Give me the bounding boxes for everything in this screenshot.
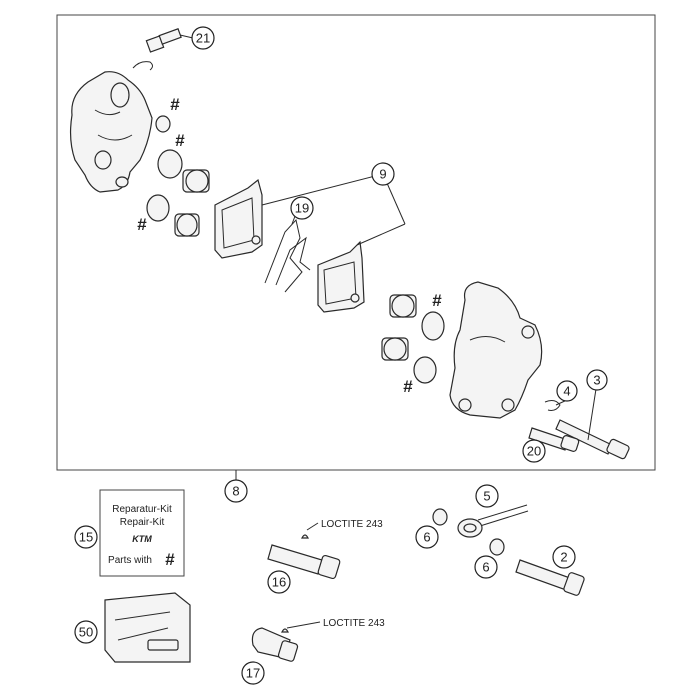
piston [389, 294, 417, 318]
piston [174, 213, 200, 237]
callout-50: 50 [74, 620, 98, 644]
seal-ring [146, 194, 170, 222]
leader-9 [261, 173, 384, 206]
kit-parts-text: Parts with [108, 555, 152, 566]
bleed-screw [132, 28, 194, 71]
hash-mark: # [403, 377, 413, 396]
svg-text:21: 21 [196, 31, 210, 46]
repair-kit-box: Reparatur-Kit Repair-Kit KTM Parts with … [99, 489, 185, 577]
callout-8: 8 [224, 479, 248, 503]
sealing-washer [489, 538, 505, 556]
svg-text:50: 50 [79, 625, 93, 640]
callout-4: 4 [556, 380, 578, 402]
callout-20: 20 [522, 439, 546, 463]
callout-16: 16 [267, 570, 291, 594]
svg-text:15: 15 [79, 530, 93, 545]
callout-6: 6 [415, 525, 439, 549]
svg-text:2: 2 [560, 550, 567, 565]
svg-text:6: 6 [482, 560, 489, 575]
svg-text:20: 20 [527, 444, 541, 459]
seal-ring [157, 149, 183, 179]
banjo-fitting [457, 504, 529, 538]
svg-text:6: 6 [423, 530, 430, 545]
callout-15: 15 [74, 525, 98, 549]
hash-mark: # [165, 550, 175, 569]
callout-9: 9 [371, 162, 395, 186]
seal-ring [421, 311, 445, 341]
caliper-half-right [449, 281, 543, 419]
svg-text:5: 5 [483, 489, 490, 504]
seal-ring [155, 115, 171, 133]
callout-3: 3 [586, 369, 608, 391]
caliper-half-left [69, 71, 153, 193]
piston [182, 169, 210, 193]
kit-title-en: Repair-Kit [120, 517, 165, 528]
leader-3 [587, 388, 597, 441]
banjo-bolt [515, 559, 585, 596]
sealing-washer [432, 508, 448, 526]
loctite-leader [306, 522, 319, 531]
svg-text:8: 8 [232, 484, 239, 499]
callout-5: 5 [475, 484, 499, 508]
brake-pad [317, 240, 365, 313]
leader-9 [356, 223, 406, 246]
pad-spring [264, 210, 311, 293]
hash-mark: # [170, 95, 180, 114]
kit-bag [104, 592, 191, 663]
callout-2: 2 [552, 545, 576, 569]
ktm-logo: KTM [132, 534, 152, 544]
piston [381, 337, 409, 361]
callout-19: 19 [290, 196, 314, 220]
seal-ring [413, 356, 437, 384]
kit-title-de: Reparatur-Kit [112, 504, 172, 515]
svg-text:16: 16 [272, 575, 286, 590]
hash-mark: # [175, 131, 185, 150]
assembly-frame [56, 14, 656, 471]
hash-mark: # [137, 215, 147, 234]
retaining-clip [544, 400, 561, 411]
bolt-16 [267, 534, 341, 580]
loctite-label: LOCTITE 243 [321, 519, 383, 530]
svg-text:19: 19 [295, 201, 309, 216]
hash-mark: # [432, 291, 442, 310]
brake-pad [214, 178, 263, 259]
svg-text:4: 4 [563, 384, 570, 399]
callout-6: 6 [474, 555, 498, 579]
bolt-17 [251, 627, 299, 662]
callout-21: 21 [191, 26, 215, 50]
loctite-label: LOCTITE 243 [323, 618, 385, 629]
svg-text:3: 3 [593, 373, 600, 388]
svg-text:17: 17 [246, 666, 260, 681]
caliper-bolt-20 [528, 427, 580, 452]
caliper-bolt-3 [555, 419, 630, 460]
loctite-leader [286, 621, 321, 629]
callout-17: 17 [241, 661, 265, 685]
svg-text:9: 9 [379, 167, 386, 182]
